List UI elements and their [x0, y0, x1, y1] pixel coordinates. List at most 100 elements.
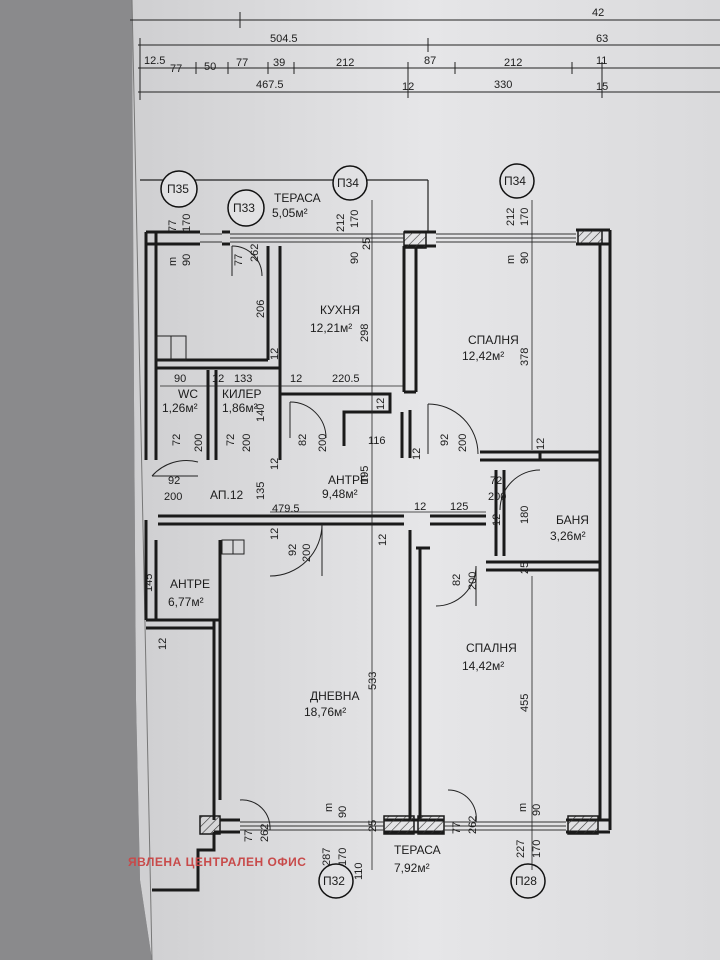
- room-area-living: 18,76м²: [304, 705, 346, 719]
- axis-circle: [318, 863, 354, 899]
- dim-text: m: [505, 255, 517, 264]
- dim-text: 200: [193, 434, 205, 452]
- dim-text: 12: [402, 81, 414, 93]
- axis-label: П33: [233, 201, 255, 215]
- axis-circle: [510, 863, 546, 899]
- dim-text: 12: [535, 438, 547, 450]
- dim-text: 72: [171, 434, 183, 446]
- dim-text: 133: [234, 373, 252, 385]
- dim-text: 77: [167, 220, 179, 232]
- dim-text: 12: [491, 514, 503, 526]
- dim-text: 262: [259, 824, 271, 842]
- dim-text: 12: [269, 458, 281, 470]
- dim-text: 12: [269, 348, 281, 360]
- dim-text: 212: [504, 57, 522, 69]
- room-area-kitchen: 12,21м²: [310, 321, 352, 335]
- columns: [199, 229, 603, 835]
- dim-text: 110: [353, 862, 365, 880]
- dim-text: 25: [361, 238, 373, 250]
- dim-text: 170: [531, 840, 543, 858]
- dim-text: 15: [596, 81, 608, 93]
- room-name-bedroom-2: СПАЛНЯ: [466, 641, 517, 655]
- plan-dimension-lines: [160, 200, 533, 870]
- watermark: ЯВЛЕНА ЦЕНТРАЛЕН ОФИС: [128, 855, 306, 869]
- dim-text: 170: [337, 848, 349, 866]
- dim-text: 82: [451, 574, 463, 586]
- dim-text: 12: [157, 638, 169, 650]
- dim-text: 90: [174, 373, 186, 385]
- room-name-terrace-bottom: ТЕРАСА: [394, 843, 441, 857]
- dim-text: 145: [143, 574, 155, 592]
- dim-text: 90: [531, 804, 543, 816]
- axis-circle: [227, 189, 265, 227]
- dim-text: 12: [290, 373, 302, 385]
- axis-markers: [160, 163, 546, 899]
- dim-text: 12: [269, 528, 281, 540]
- room-area-hall: 9,48м²: [322, 487, 358, 501]
- dim-text: 200: [241, 434, 253, 452]
- dim-text: 87: [424, 55, 436, 67]
- windows: [200, 233, 576, 831]
- axis-circle: [499, 163, 535, 199]
- room-area-bedroom-2: 14,42м²: [462, 659, 504, 673]
- axis-label: П32: [323, 874, 345, 888]
- plan-dimension-texts-vertical: 77 170 90 m 77 262 212 170 90 25 212 170…: [143, 208, 547, 880]
- axis-label: П28: [515, 874, 537, 888]
- dim-text: 72: [225, 434, 237, 446]
- room-name-bathroom: БАНЯ: [556, 513, 589, 527]
- dim-text: 116: [368, 435, 386, 447]
- room-name-wc: WC: [178, 387, 198, 401]
- dim-text: 140: [255, 404, 267, 422]
- dim-text: 77: [451, 822, 463, 834]
- dim-text: 170: [519, 208, 531, 226]
- room-area-bedroom-1: 12,42м²: [462, 349, 504, 363]
- room-name-living: ДНЕВНА: [310, 689, 359, 703]
- axis-circle: [160, 170, 198, 208]
- dim-text: 63: [596, 33, 608, 45]
- dim-text: 170: [181, 214, 193, 232]
- dim-text: 90: [349, 252, 361, 264]
- dim-text: 125: [450, 501, 468, 513]
- dim-text: 82: [297, 434, 309, 446]
- dim-text: 467.5: [256, 79, 284, 91]
- room-area-terrace-top: 5,05м²: [272, 206, 308, 220]
- dim-text: m: [517, 803, 529, 812]
- dim-text: 42: [592, 7, 604, 19]
- dim-text: 180: [519, 506, 531, 524]
- room-area-entry: 6,77м²: [168, 595, 204, 609]
- dim-text: 262: [467, 816, 479, 834]
- axis-label: П34: [504, 174, 526, 188]
- dim-text: 90: [337, 806, 349, 818]
- room-name-kitchen: КУХНЯ: [320, 303, 360, 317]
- dim-text: 135: [255, 482, 267, 500]
- dim-text: 200: [317, 434, 329, 452]
- dim-text: 200: [488, 491, 506, 503]
- dim-text: 25: [519, 562, 531, 574]
- dim-text: 92: [168, 475, 180, 487]
- axis-label: П35: [167, 182, 189, 196]
- dim-text: m: [167, 257, 179, 266]
- dim-text: 77: [233, 254, 245, 266]
- dim-text: 212: [335, 214, 347, 232]
- dim-text: 262: [249, 244, 261, 262]
- dim-text: 12.5: [144, 55, 165, 67]
- dim-text: 39: [273, 57, 285, 69]
- room-area-bathroom: 3,26м²: [550, 529, 586, 543]
- dim-text: 77: [170, 63, 182, 75]
- top-dimension-texts: 42 504.5 63 12.5 77 50 77 39 212 87 212 …: [144, 7, 608, 93]
- room-area-terrace-bottom: 7,92м²: [394, 861, 430, 875]
- dim-text: 77: [236, 57, 248, 69]
- dim-text: 212: [505, 208, 517, 226]
- room-name-hall: АНТРЕ: [328, 473, 368, 487]
- dim-text: 200: [164, 491, 182, 503]
- dim-text: 504.5: [270, 33, 298, 45]
- plan-dimension-texts-horizontal: 90 12 133 12 220.5 116 92 200 72 200 479…: [164, 373, 506, 515]
- dim-text: 12: [411, 448, 423, 460]
- door-swings: [151, 245, 541, 831]
- room-name-bedroom-1: СПАЛНЯ: [468, 333, 519, 347]
- dim-text: 298: [359, 324, 371, 342]
- dim-text: 200: [301, 544, 313, 562]
- dim-text: 25: [367, 820, 379, 832]
- dim-text: 12: [212, 373, 224, 385]
